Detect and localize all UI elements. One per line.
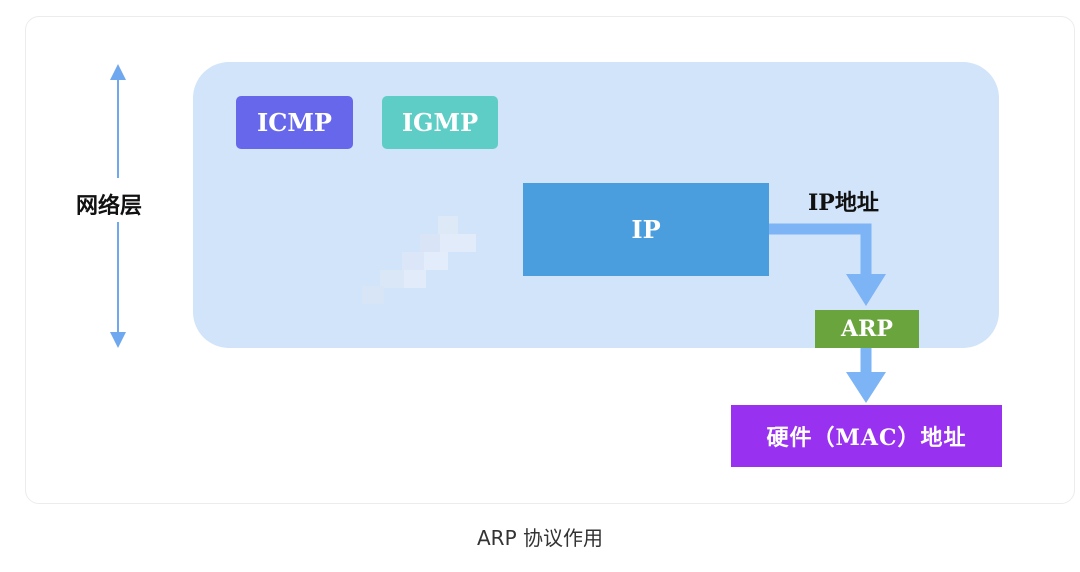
arp-to-mac-arrow (846, 348, 886, 403)
hardware-address-box: 硬件（MAC）地址 (731, 405, 1002, 467)
igmp-box: IGMP (382, 96, 498, 149)
icmp-box: ICMP (236, 96, 353, 149)
figure-caption: ARP 协议作用 (477, 526, 603, 550)
ip-address-label: IP地址 (808, 190, 879, 216)
layer-span-arrow (110, 64, 126, 348)
watermark-icon (362, 216, 476, 304)
ip-box: IP (523, 183, 769, 276)
arp-box: ARP (815, 310, 919, 348)
ip-to-arp-arrow (769, 223, 886, 306)
network-layer-label: 网络层 (76, 193, 143, 219)
